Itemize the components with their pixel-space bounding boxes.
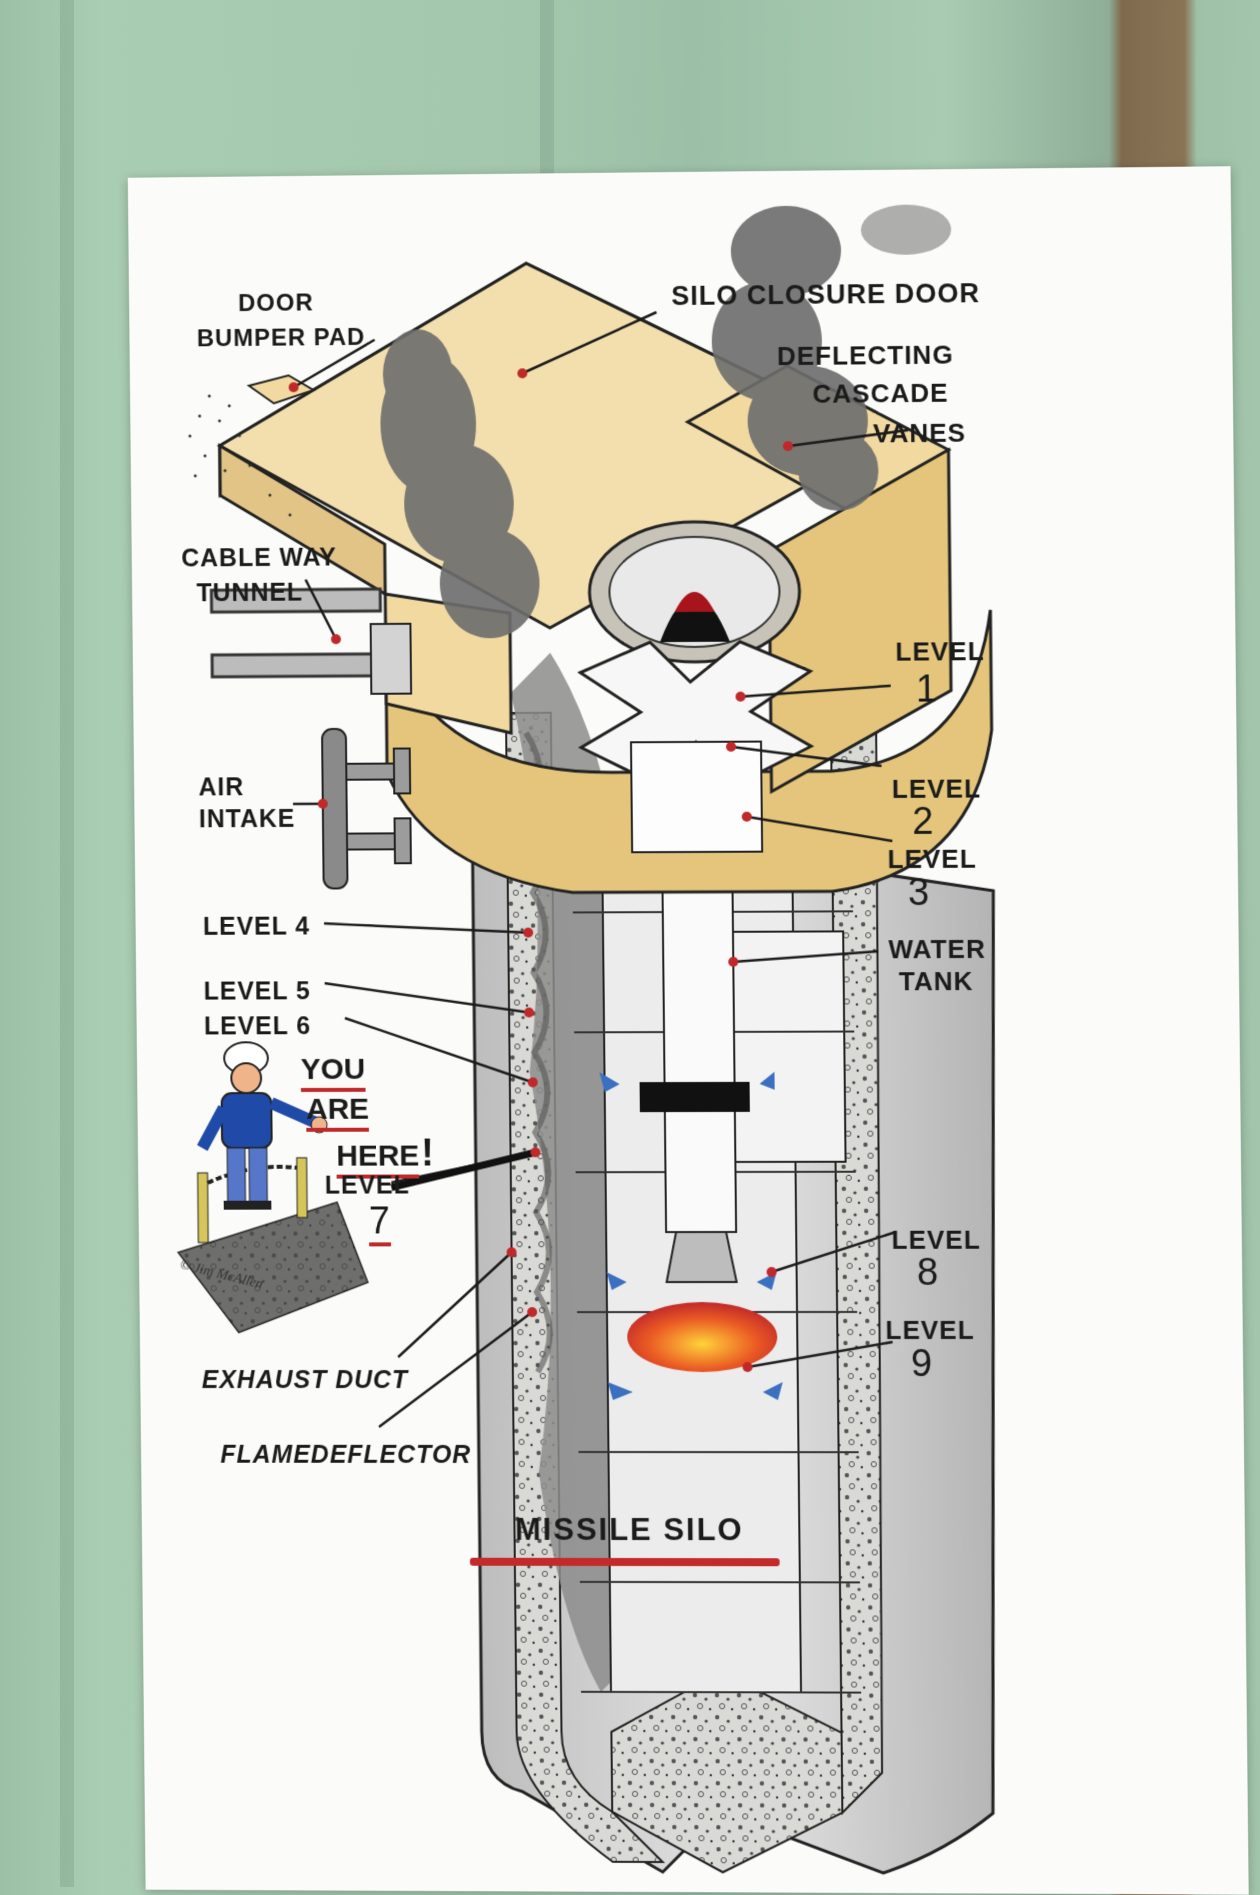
label-cascade: CASCADE — [812, 380, 948, 409]
wall-seam — [60, 0, 74, 1887]
cableway-tunnel-end — [371, 624, 412, 694]
label-level-1-num: 1 — [916, 670, 939, 710]
water-tank-box — [733, 931, 846, 1162]
air-intake-fittings — [346, 748, 411, 863]
label-level-9-word: LEVEL — [885, 1317, 974, 1344]
label-level-2-word: LEVEL — [892, 775, 981, 803]
label-level-8-num: 8 — [917, 1254, 940, 1294]
you-are-here-are: ARE — [306, 1093, 369, 1127]
label-door: DOOR — [238, 290, 314, 316]
label-level-4: LEVEL 4 — [203, 914, 310, 941]
you-are-here-here: HERE! — [336, 1133, 434, 1176]
missile-engines — [666, 1232, 737, 1282]
you-are-here-you: YOU — [301, 1053, 366, 1087]
label-exhaust-duct: EXHAUST DUCT — [202, 1367, 409, 1393]
label-water: WATER — [888, 936, 986, 964]
label-flame-deflector: FLAMEDEFLECTOR — [220, 1442, 471, 1468]
label-vanes: VANES — [873, 420, 966, 448]
label-level-7-num: 7 — [369, 1202, 391, 1246]
label-level-3-num: 3 — [908, 874, 931, 914]
label-level-9-num: 9 — [911, 1345, 934, 1385]
label-level-1-word: LEVEL — [895, 638, 984, 666]
label-bumper-pad: BUMPER PAD — [197, 325, 366, 352]
label-level-8-word: LEVEL — [891, 1227, 980, 1254]
label-level-3-word: LEVEL — [887, 846, 976, 874]
engine-flame — [627, 1302, 778, 1372]
air-intake-pipe — [322, 729, 348, 889]
label-intake: INTAKE — [199, 806, 296, 833]
title-underline — [470, 1558, 780, 1567]
poster-board: DOOR BUMPER PAD SILO CLOSURE DOOR DEFLEC… — [128, 166, 1249, 1894]
diagram-title: MISSILE SILO — [469, 1512, 789, 1548]
label-level-6: LEVEL 6 — [204, 1013, 311, 1039]
label-level-7-word: LEVEL — [325, 1173, 410, 1199]
label-silo-closure-door: SILO CLOSURE DOOR — [671, 279, 980, 310]
label-tank: TANK — [899, 968, 974, 996]
label-level-5: LEVEL 5 — [204, 978, 311, 1005]
label-air: AIR — [198, 774, 244, 800]
label-deflecting: DEFLECTING — [777, 342, 954, 371]
label-cableway: CABLE WAY — [181, 544, 337, 571]
label-level-2-num: 2 — [912, 803, 935, 843]
label-tunnel: TUNNEL — [196, 580, 303, 607]
